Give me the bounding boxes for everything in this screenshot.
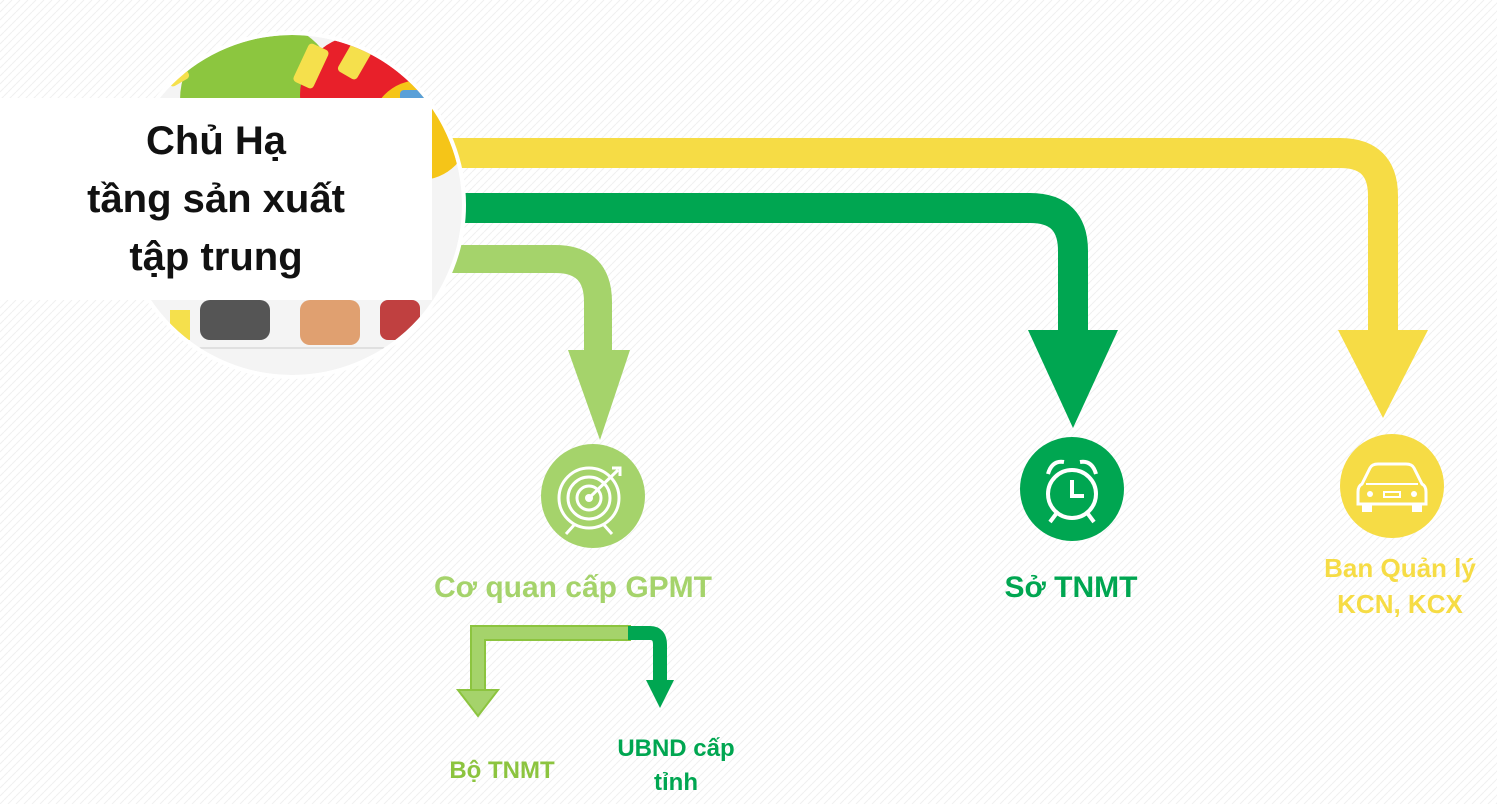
arrow-to-bo-tnmt-fill	[472, 627, 520, 690]
label-co-quan-cap-gpmt: Cơ quan cấp GPMT	[433, 571, 712, 604]
alarm-clock-icon	[1020, 437, 1124, 541]
arrow-to-so-tnmt	[430, 193, 1088, 330]
label-ban-quan-ly-line-1: Ban Quản lý	[1324, 553, 1476, 583]
source-title-line-3: tập trung	[129, 235, 303, 279]
source-title-line-2: tầng sản xuất	[87, 177, 345, 221]
arrow-to-ban-quan-ly	[430, 138, 1398, 330]
arrow-to-gpmt	[430, 245, 612, 350]
label-ban-quan-ly: Ban Quản lý KCN, KCX	[1300, 550, 1497, 622]
label-ubnd-line-1: UBND cấp	[617, 735, 735, 762]
source-title-line-1: Chủ Hạ	[146, 119, 286, 163]
arrow-to-ubnd	[628, 626, 667, 682]
car-icon	[1340, 434, 1444, 538]
label-so-tnmt: Sở TNMT	[1004, 571, 1138, 604]
target-icon	[541, 444, 645, 548]
arrow-head-ban-quan-ly	[1338, 330, 1428, 418]
arrow-head-ubnd	[646, 680, 674, 708]
arrow-head-gpmt	[568, 350, 630, 440]
source-title: Chủ Hạ tầng sản xuất tập trung	[0, 98, 432, 300]
arrow-head-bo-tnmt	[455, 689, 501, 718]
arrow-head-so-tnmt	[1028, 330, 1118, 428]
label-bo-tnmt: Bộ TNMT	[449, 757, 555, 784]
label-ban-quan-ly-line-2: KCN, KCX	[1337, 589, 1463, 619]
label-ubnd-line-2: tỉnh	[654, 769, 698, 796]
label-ubnd-cap-tinh: UBND cấp tỉnh	[580, 732, 772, 800]
